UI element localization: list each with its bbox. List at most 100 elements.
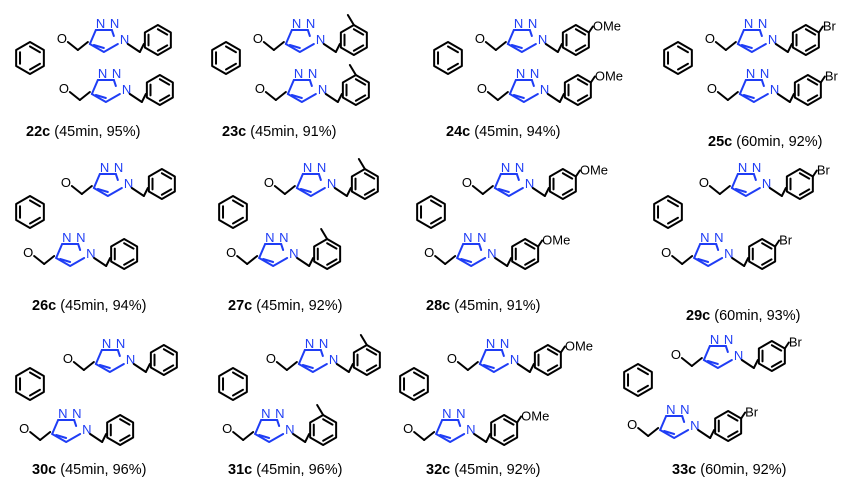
nitrogen-atom-label: N	[487, 246, 496, 261]
nitrogen-atom-label: N	[261, 406, 270, 421]
nitrogen-atom-label: N	[762, 176, 771, 191]
nitrogen-atom-label: N	[744, 16, 753, 31]
compound-id: 33c	[672, 462, 697, 478]
compound-caption: 22c (45min, 95%)	[26, 124, 140, 140]
oxygen-atom-label: O	[671, 347, 681, 362]
benzyl-ring	[341, 74, 370, 106]
nitrogen-atom-label: N	[466, 422, 475, 437]
oxygen-atom-label: O	[264, 175, 274, 190]
compound-caption: 29c (60min, 93%)	[686, 308, 800, 324]
nitrogen-atom-label: N	[530, 66, 539, 81]
oxygen-atom-label: O	[424, 245, 434, 260]
nitrogen-atom-label: N	[275, 406, 284, 421]
benzyl-ring	[309, 414, 338, 446]
nitrogen-atom-label: N	[528, 16, 537, 31]
reaction-conditions: (60min, 92%)	[700, 462, 787, 478]
nitrogen-atom-label: N	[500, 336, 509, 351]
nitrogen-atom-label: N	[82, 422, 91, 437]
benzyl-ring	[339, 24, 368, 56]
nitrogen-atom-label: N	[122, 82, 131, 97]
nitrogen-atom-label: N	[100, 160, 109, 175]
nitrogen-atom-label: N	[514, 16, 523, 31]
nitrogen-atom-label: N	[516, 66, 525, 81]
oxygen-atom-label: O	[462, 175, 472, 190]
reaction-conditions: (45min, 94%)	[60, 298, 147, 314]
compound-caption: 25c (60min, 92%)	[708, 134, 822, 150]
benzyl-ring	[791, 24, 820, 56]
reaction-conditions: (45min, 91%)	[250, 124, 337, 140]
substituent-label: Br	[789, 335, 803, 350]
nitrogen-atom-label: N	[308, 66, 317, 81]
substituent-label: OMe	[542, 233, 570, 248]
central-ring	[416, 195, 446, 229]
nitrogen-atom-label: N	[72, 406, 81, 421]
benzyl-ring	[548, 168, 577, 200]
nitrogen-atom-label: N	[700, 230, 709, 245]
oxygen-atom-label: O	[19, 421, 29, 436]
benzyl-ring	[561, 24, 590, 56]
nitrogen-atom-label: N	[58, 406, 67, 421]
oxygen-atom-label: O	[222, 421, 232, 436]
oxygen-atom-label: O	[61, 175, 71, 190]
central-ring	[663, 41, 693, 75]
central-ring	[218, 367, 248, 401]
compound-caption: 32c (45min, 92%)	[426, 462, 540, 478]
compound-caption: 27c (45min, 92%)	[228, 298, 342, 314]
reaction-conditions: (60min, 93%)	[714, 308, 801, 324]
substituent-label: Br	[825, 69, 839, 84]
nitrogen-atom-label: N	[294, 66, 303, 81]
substituent-label: OMe	[595, 69, 623, 84]
oxygen-atom-label: O	[707, 81, 717, 96]
oxygen-atom-label: O	[403, 421, 413, 436]
compound-id: 32c	[426, 462, 451, 478]
oxygen-atom-label: O	[23, 245, 33, 260]
nitrogen-atom-label: N	[525, 176, 534, 191]
benzyl-ring	[714, 410, 743, 442]
oxygen-atom-label: O	[627, 417, 637, 432]
nitrogen-atom-label: N	[760, 66, 769, 81]
nitrogen-atom-label: N	[319, 336, 328, 351]
oxygen-atom-label: O	[255, 81, 265, 96]
nitrogen-atom-label: N	[86, 246, 95, 261]
nitrogen-atom-label: N	[102, 336, 111, 351]
nitrogen-atom-label: N	[305, 336, 314, 351]
substituent-label: Br	[817, 163, 831, 178]
benzyl-ring	[352, 344, 381, 376]
benzyl-ring	[350, 168, 379, 200]
oxygen-atom-label: O	[59, 81, 69, 96]
compound-caption: 24c (45min, 94%)	[446, 124, 560, 140]
